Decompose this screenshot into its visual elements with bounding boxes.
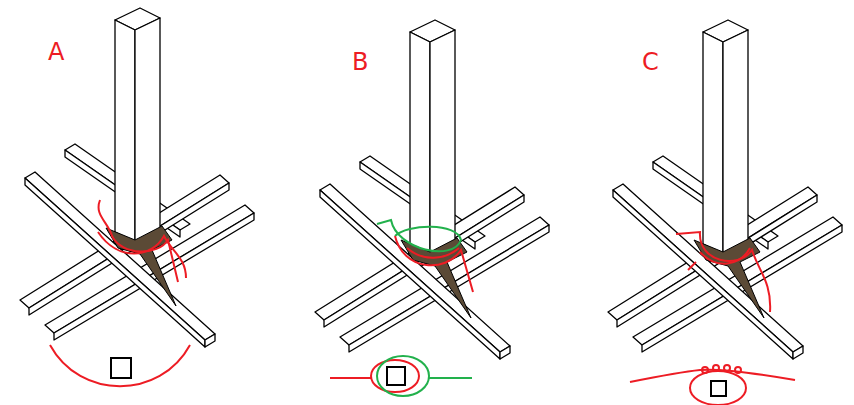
section-c [630,365,795,405]
frame [20,8,254,347]
panel-b [315,20,549,359]
panel-label: B [352,50,368,74]
section-b [330,356,472,396]
panel-a [20,8,254,386]
frame [315,20,549,359]
lashing-line [377,220,473,292]
panel-c [608,20,842,359]
panel-label: A [48,40,64,64]
frame [608,20,842,359]
lashing-line [98,200,186,282]
rope-path [50,345,190,386]
panel-label: C [642,50,659,74]
lashing-line [676,232,770,312]
post-section [111,358,131,378]
